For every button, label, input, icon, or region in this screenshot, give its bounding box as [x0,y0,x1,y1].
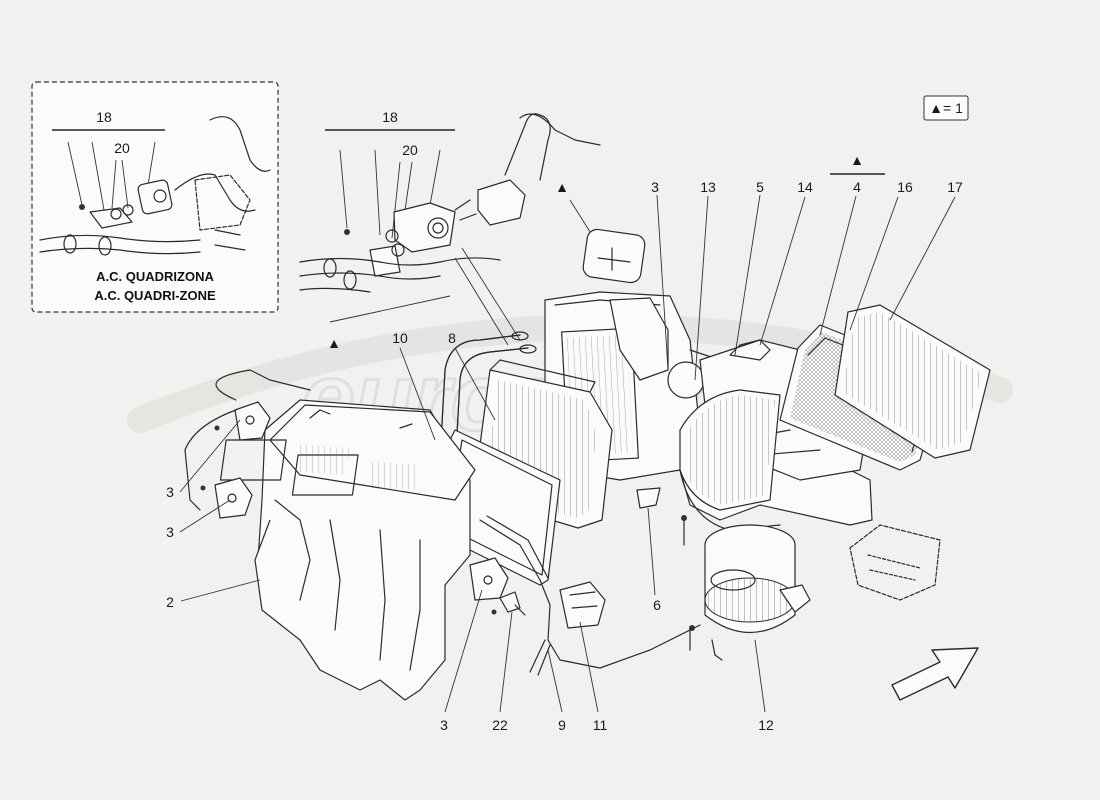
label-4: 4 [853,179,861,195]
actuator-upper [184,369,311,511]
inset-label-20: 20 [114,140,130,156]
label-9: 9 [558,717,566,733]
label-11: 11 [593,717,608,733]
label-20: 20 [402,142,418,158]
legend-text: ▲= 1 [929,100,963,116]
heater-pipes [439,331,537,471]
triangle-marker-cover: ▲ [555,179,569,195]
air-intake-cover [582,228,646,284]
blower-motor [689,524,811,661]
label-3-actuator-upper: 3 [166,484,174,500]
inset-title-line2: A.C. QUADRI-ZONE [94,288,216,303]
actuator-lower [200,477,253,519]
inset-label-18: 18 [96,109,112,125]
label-13: 13 [700,179,716,195]
label-3-top: 3 [651,179,659,195]
hvac-main-housing [219,399,476,701]
triangle-marker-housing: ▲ [327,335,341,351]
label-22: 22 [492,717,508,733]
direction-arrow-icon [891,647,979,701]
label-6: 6 [653,597,661,613]
label-5: 5 [756,179,764,195]
inset-expansion-valve-drawing [39,116,271,256]
expansion-valve-group: 18 20 [299,109,601,346]
quadri-zone-inset: 18 20 A.C. QUADRIZONA A.C. QUADRI-ZONE [31,81,279,313]
cabin-filter [834,304,991,459]
label-8: 8 [448,330,456,346]
label-10: 10 [392,330,408,346]
label-12: 12 [758,717,774,733]
label-14: 14 [797,179,813,195]
actuator-front [469,557,509,615]
triangle-marker-filter: ▲ [850,152,864,168]
leader-lines [179,194,956,713]
wiring-harness [479,487,701,676]
label-3-actuator-lower: 3 [166,524,174,540]
label-18: 18 [382,109,398,125]
label-17: 17 [947,179,963,195]
control-module-dashed [849,524,941,601]
label-3-actuator-front: 3 [440,717,448,733]
label-16: 16 [897,179,913,195]
legend-box: ▲= 1 [923,95,969,121]
label-2: 2 [166,594,174,610]
part-labels: 3 13 5 14 4 16 17 10 8 3 3 2 6 3 22 9 11… [166,179,963,733]
inset-title-line1: A.C. QUADRIZONA [96,269,214,284]
